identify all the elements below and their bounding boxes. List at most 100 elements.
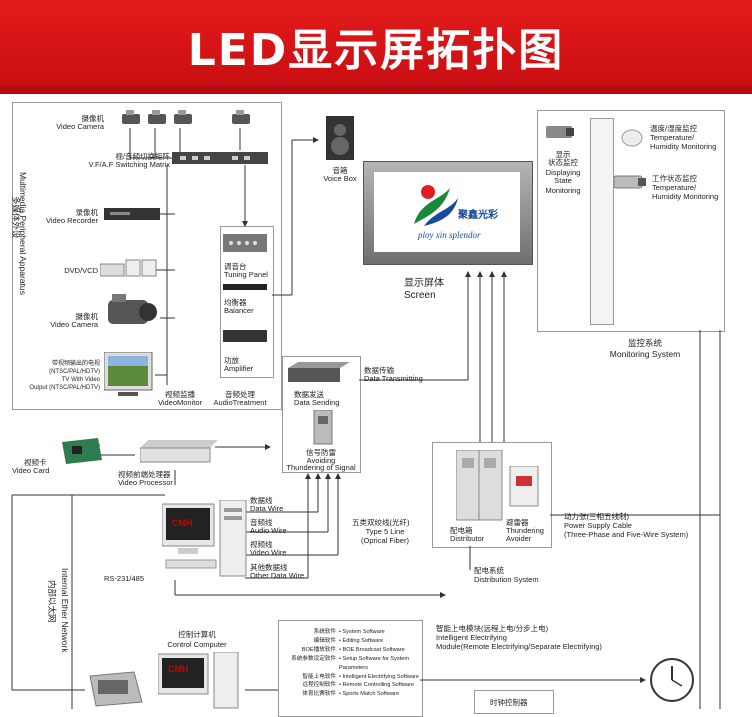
- control-computer-icon: [158, 652, 239, 709]
- work-monitor-label-cn: 工作状态监控: [652, 174, 697, 183]
- type5-label-en2: (Oprical Fiber): [361, 536, 409, 545]
- software-item-en: • System Software: [339, 629, 385, 635]
- software-list-item: 智能上电软件• Intelligent Electrifying Softwar…: [282, 673, 420, 682]
- distribution-system-label-cn: 配电系统: [474, 566, 504, 575]
- title-banner-shadow: [0, 86, 752, 94]
- video-processor-label-cn: 视频前端处理器: [118, 470, 171, 479]
- monitoring-box: [537, 110, 725, 332]
- handheld-camera-icon: [108, 294, 157, 324]
- software-item-cn: 编辑软件: [313, 637, 336, 644]
- video-processor-icon: [140, 440, 218, 463]
- audio-wire-label-en: Audio Wire: [250, 526, 287, 535]
- amplifier-label-cn: 功放: [224, 356, 239, 365]
- camera-icon: [122, 110, 250, 124]
- thunder-avoider-label-cn: 避雷器: [506, 518, 529, 527]
- software-item-cn: 远程控制软件: [302, 682, 336, 689]
- work-monitor-label-en1: Temperature/: [652, 183, 697, 192]
- screen-logo-en: ploy xin splendor: [418, 230, 481, 240]
- control-computer-label-cn: 控制计算机: [178, 630, 216, 639]
- data-sending-label-cn: 数据发送: [294, 390, 324, 399]
- balancer-label-cn: 均衡器: [224, 298, 247, 307]
- software-list-item: 体育比赛软件• Sports Match Software: [282, 690, 420, 699]
- software-item-en: • Setup Software for System: [339, 655, 410, 662]
- camera-label-cn: 摄像机: [81, 114, 105, 123]
- software-item-cn: 智能上电软件: [302, 673, 336, 680]
- switch-label-cn: 视/音频切换矩阵: [115, 152, 170, 161]
- recorder-label-cn: 录像机: [75, 208, 99, 217]
- dvd-label: DVD/VCD: [64, 266, 98, 275]
- video-recorder-icon: [104, 208, 160, 220]
- clock-controller-label: 时钟控制器: [490, 698, 528, 707]
- smart-module-label-cn: 智能上电模块(远程上电/分步上电): [436, 624, 549, 633]
- network-vertical-label-cn: 内部以太网: [47, 580, 57, 623]
- software-item-cn: 系统软件: [313, 629, 336, 635]
- camera-label-en: Video Camera: [56, 122, 104, 131]
- temperature-sensor-icon: [621, 129, 643, 147]
- video-wire-label-cn: 视频线: [250, 540, 273, 549]
- software-list-item: 编辑软件• Editing Software: [282, 637, 420, 646]
- control-computer-label-en: Control Computer: [167, 640, 227, 649]
- smart-module-label-en2: Module(Remote Electrifying/Separate Elec…: [436, 642, 602, 651]
- distributor-label-en: Distributor: [450, 534, 485, 543]
- power-cable-label-en1: Power Supply Cable: [564, 521, 632, 530]
- audio-treatment-label-en: AudioTreatment: [213, 398, 267, 407]
- distributor-cabinet-icon: [456, 450, 503, 521]
- type5-label-cn: 五类双绞线(光纤): [352, 518, 410, 527]
- amplifier-icon: [223, 330, 267, 342]
- temp-monitor-label-en2: Humidity Monitoring: [650, 142, 717, 151]
- software-list-item: 系统参数设定软件• Setup Software for System: [282, 655, 420, 664]
- data-transmit-label-en: Data Transmitting: [364, 374, 423, 383]
- state-monitor-label-en2: State: [554, 176, 572, 185]
- audio-wire-label-cn: 音频线: [250, 518, 273, 527]
- state-monitor-label-en3: Monitoring: [545, 186, 581, 195]
- page-title: LED显示屏拓扑图: [187, 25, 565, 76]
- tv-monitor-icon: [104, 352, 153, 396]
- tuning-label-en: Tuning Panel: [224, 270, 268, 279]
- software-item-cn: BOE播放软件: [301, 646, 336, 653]
- screen-logo-icon: [414, 185, 458, 226]
- led-screen-display: 聚鑫光彩 ploy xin splendor: [374, 172, 520, 252]
- software-box: [278, 620, 423, 717]
- state-monitor-label-en1: Displaying: [545, 168, 581, 177]
- software-item-cn: [282, 664, 339, 673]
- switch-label-en: V.F/A.F Switching Matrix: [88, 160, 170, 169]
- software-item-en: Parameters: [339, 664, 368, 671]
- recorder-label-en: Video Recorder: [46, 216, 98, 225]
- software-item-en: • Sports Match Software: [339, 691, 400, 698]
- data-wire-label-cn: 数据线: [250, 496, 273, 505]
- software-item-en: • Editing Software: [339, 637, 384, 644]
- software-item-cn: 系统参数设定软件: [291, 655, 336, 662]
- thunder-signal-label-en1: Avoiding: [306, 456, 336, 465]
- video-card-icon: [62, 438, 102, 464]
- software-list-item: 系统软件• System Software: [282, 628, 420, 637]
- switching-matrix-icon: [172, 152, 268, 164]
- video-monitor-label-en: VideoMonitor: [157, 398, 203, 407]
- other-wire-label-en: Other Data Wire: [250, 571, 305, 580]
- tuning-label-cn: 调音台: [224, 262, 247, 271]
- thunder-signal-label-cn: 信号防雷: [306, 448, 336, 457]
- software-list-item: Parameters: [282, 664, 420, 673]
- tv-label-en1: (NTSC/PAL/HDTV): [49, 369, 100, 375]
- distribution-system-label-en: Distribution System: [474, 575, 539, 584]
- monitoring-system-label-en: Monitoring System: [609, 349, 681, 359]
- type5-label-en1: Type 5 Line: [365, 527, 405, 536]
- amplifier-label-en: Amplifier: [224, 364, 254, 373]
- data-sending-device-icon: [288, 362, 350, 382]
- tv-label-en2: TV With Video: [61, 377, 100, 383]
- led-screen: 聚鑫光彩 ploy xin splendor: [363, 161, 533, 265]
- screen-logo-cn: 聚鑫光彩: [458, 210, 498, 221]
- dvd-player-icon: [100, 259, 157, 277]
- power-cable-label-en2: (Three-Phase and Five-Wire System): [564, 530, 689, 539]
- video-monitor-label-cn: 视频监播: [165, 390, 195, 399]
- main-computer-brand: CMH: [172, 518, 193, 528]
- peripheral-vertical-label-cn: 多媒体外设: [11, 196, 21, 239]
- video-card-label-en: Video Card: [12, 466, 50, 475]
- state-monitor-label-cn1: 显示: [555, 150, 571, 159]
- screen-label-en: Screen: [404, 290, 436, 301]
- monitoring-system-label-cn: 监控系统: [627, 338, 662, 348]
- data-wire-label-en: Data Wire: [250, 504, 284, 513]
- software-list-item: BOE播放软件• BOE Broadcast Software: [282, 646, 420, 655]
- work-state-camera-icon: [614, 175, 646, 189]
- signal-arrester-icon: [313, 410, 333, 445]
